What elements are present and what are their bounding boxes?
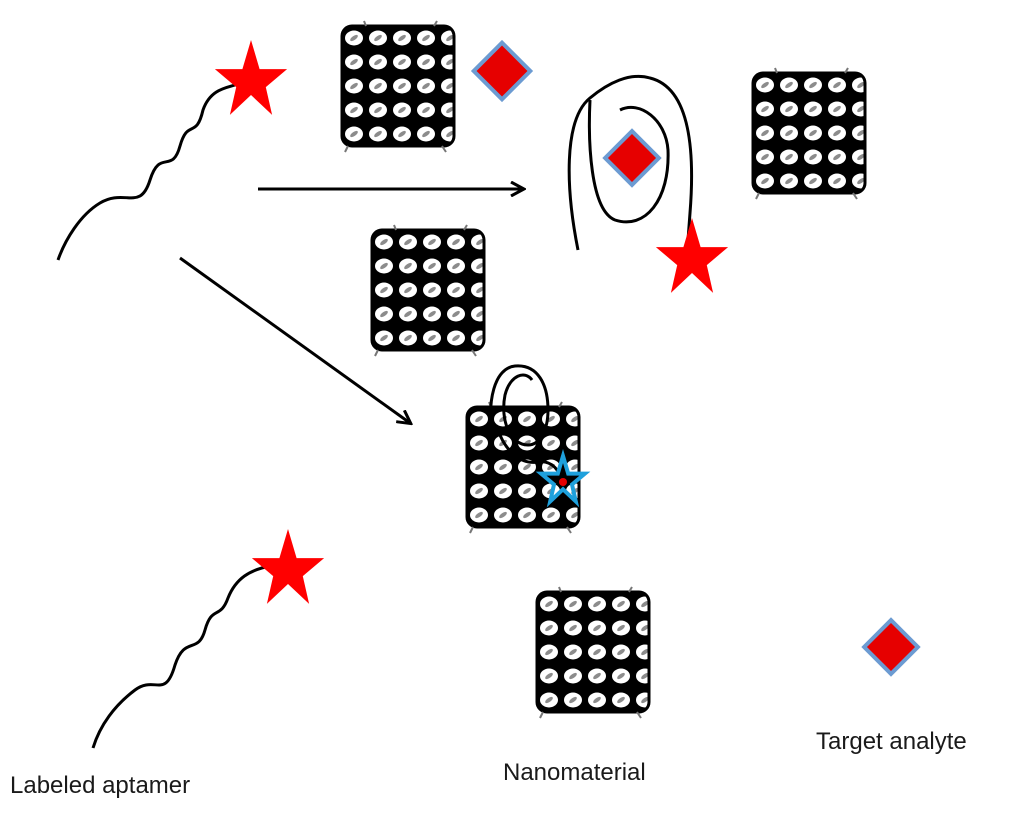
aptamer-strand — [91, 564, 271, 749]
graphene-sheet-icon — [370, 223, 486, 358]
diamond-icon — [470, 39, 534, 103]
folded-aptamer-loop — [587, 99, 670, 224]
folded-aptamer-strand — [567, 74, 694, 251]
red-star-icon — [251, 529, 325, 604]
aptamer-strand — [56, 83, 236, 261]
graphene-sheet-icon — [535, 585, 651, 720]
target-analyte-label: Target analyte — [816, 728, 967, 755]
labeled-aptamer-label: Labeled aptamer — [10, 772, 191, 799]
red-star-icon — [655, 218, 729, 293]
graphene-sheet-icon — [465, 400, 581, 535]
nanomaterial-label: Nanomaterial — [503, 759, 646, 786]
red-star-icon — [214, 40, 288, 115]
blue-star-icon — [535, 448, 591, 508]
arrow-diagonal — [179, 256, 410, 423]
graphene-sheet-icon — [751, 66, 867, 201]
diamond-icon — [602, 128, 662, 188]
adsorbed-aptamer-strand — [489, 364, 550, 447]
graphene-sheet-icon — [340, 19, 456, 154]
diamond-icon — [861, 617, 921, 677]
